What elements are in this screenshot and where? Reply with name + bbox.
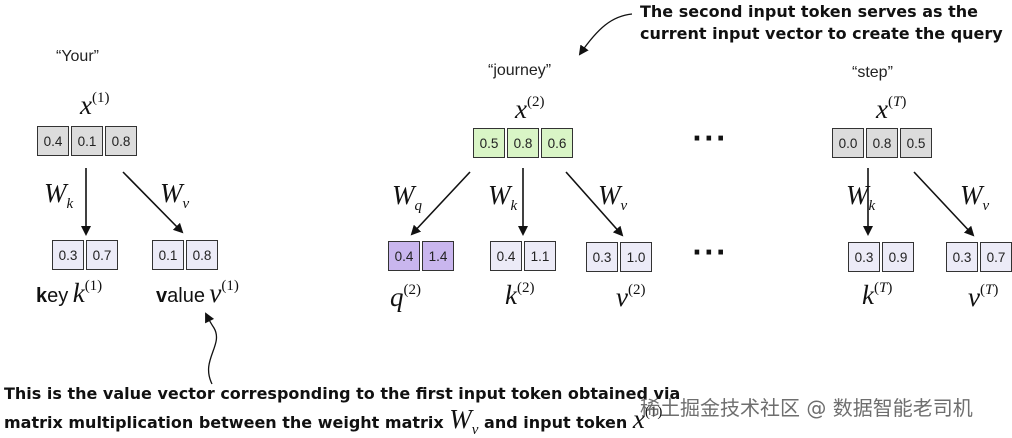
arrow-wv-T <box>913 171 975 237</box>
watermark: 稀土掘金技术社区 @ 数据智能老司机 <box>640 396 973 420</box>
vT-cell-0: 0.3 <box>946 242 978 272</box>
v1-cell-0: 0.1 <box>152 240 184 270</box>
xT-cell-0: 0.0 <box>832 128 864 158</box>
x2-cell-2: 0.6 <box>541 128 573 158</box>
xT-cell-2: 0.5 <box>900 128 932 158</box>
x1-cell-1: 0.1 <box>71 126 103 156</box>
xT-symbol: x(T) <box>876 94 907 124</box>
wk-label-2: Wk <box>488 180 518 214</box>
wv-label-1: Wv <box>160 178 190 212</box>
v2-symbol: v(2) <box>616 282 646 312</box>
x1-symbol: x(1) <box>80 90 110 120</box>
token-word-journey: “journey” <box>488 62 552 79</box>
q2-cell-1: 1.4 <box>422 241 454 271</box>
k2-cell-0: 0.4 <box>490 241 522 271</box>
wk-label-T: Wk <box>846 180 876 214</box>
arrow-wv-2 <box>565 171 624 237</box>
value-label: value v(1) <box>156 278 239 308</box>
wv-label-T: Wv <box>960 180 990 214</box>
ellipsis-bottom: ··· <box>692 238 728 268</box>
k1-cell-1: 0.7 <box>86 240 118 270</box>
k2-symbol: k(2) <box>505 280 535 310</box>
v1-cell-1: 0.8 <box>186 240 218 270</box>
q2-cell-0: 0.4 <box>388 241 420 271</box>
kT-symbol: k(T) <box>862 280 893 310</box>
wk-label-1: Wk <box>44 178 74 212</box>
v2-cell-0: 0.3 <box>586 242 618 272</box>
arrow-wq-2 <box>410 171 471 236</box>
vT-symbol: v(T) <box>968 282 999 312</box>
x2-symbol: x(2) <box>515 94 545 124</box>
callout-top-line1: The second input token serves as the <box>640 2 979 21</box>
x2-cell-0: 0.5 <box>473 128 505 158</box>
kT-cell-0: 0.3 <box>848 242 880 272</box>
x1-cell-2: 0.8 <box>105 126 137 156</box>
v2-cell-1: 1.0 <box>620 242 652 272</box>
ellipsis-top: ··· <box>692 124 728 154</box>
token-word-step: “step” <box>852 64 893 81</box>
key-label: key k(1) <box>36 278 103 308</box>
x1-cell-0: 0.4 <box>37 126 69 156</box>
callout-arrow-top <box>578 13 633 56</box>
q2-symbol: q(2) <box>390 282 421 312</box>
wv-label-2: Wv <box>598 180 628 214</box>
callout-top-line2: current input vector to create the query <box>640 24 1003 43</box>
k2-cell-1: 1.1 <box>524 241 556 271</box>
kT-cell-1: 0.9 <box>882 242 914 272</box>
xT-cell-1: 0.8 <box>866 128 898 158</box>
callout-bottom-line1: This is the value vector corresponding t… <box>4 384 681 403</box>
x2-cell-1: 0.8 <box>507 128 539 158</box>
callout-bottom-line2: matrix multiplication between the weight… <box>4 404 663 438</box>
k1-cell-0: 0.3 <box>52 240 84 270</box>
vT-cell-1: 0.7 <box>980 242 1012 272</box>
arrow-wv-1 <box>122 171 184 234</box>
callout-arrow-bottom <box>205 312 218 385</box>
token-word-your: “Your” <box>56 48 99 65</box>
wq-label-2: Wq <box>392 180 422 214</box>
